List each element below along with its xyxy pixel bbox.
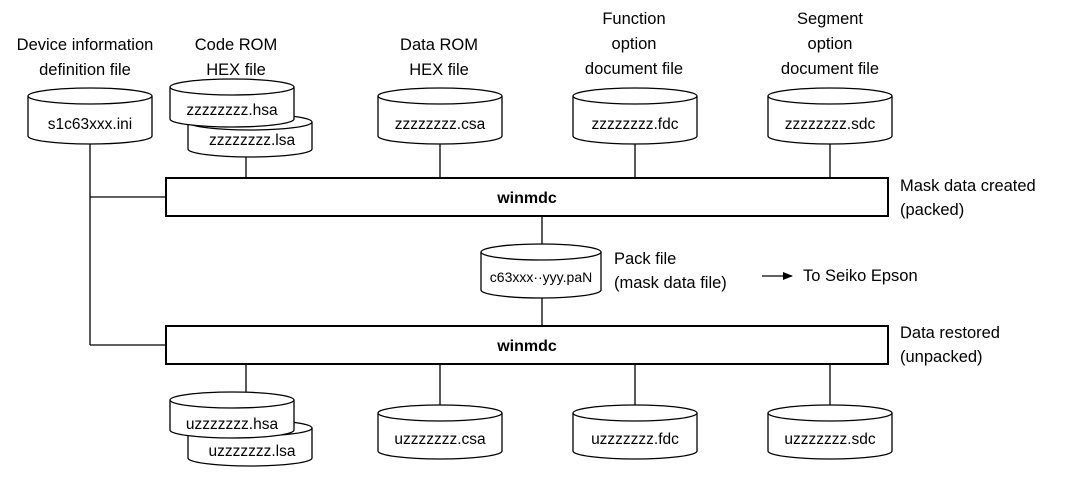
svg-text:(packed): (packed) bbox=[900, 201, 964, 219]
destination-label: To Seiko Epson bbox=[803, 267, 918, 285]
svg-text:Mask data created: Mask data created bbox=[900, 177, 1036, 195]
svg-text:option: option bbox=[612, 35, 657, 53]
label-code-rom: Code ROM HEX file bbox=[195, 36, 278, 79]
out-lsa-filename: uzzzzzzz.lsa bbox=[209, 443, 296, 460]
ini-file-cylinder: s1c63xxx.ini bbox=[27, 87, 153, 145]
out-sdc-filename: uzzzzzzz.sdc bbox=[784, 431, 876, 448]
svg-text:HEX file: HEX file bbox=[409, 61, 469, 79]
label-data-rom: Data ROM HEX file bbox=[400, 36, 478, 79]
svg-text:HEX file: HEX file bbox=[206, 61, 266, 79]
hsa-file-cylinder: zzzzzzzz.hsa bbox=[169, 78, 295, 128]
pack-file-label: Pack file (mask data file) bbox=[614, 250, 727, 292]
svg-text:document file: document file bbox=[585, 60, 683, 78]
svg-text:document file: document file bbox=[781, 60, 879, 78]
label-segment-option: Segment option document file bbox=[781, 10, 879, 78]
winmdc-pack-box: winmdc bbox=[165, 177, 889, 217]
label-device-info: Device information definition file bbox=[17, 36, 154, 79]
svg-text:Device information: Device information bbox=[17, 36, 154, 54]
hsa-filename: zzzzzzzz.hsa bbox=[186, 102, 278, 119]
svg-text:option: option bbox=[808, 35, 853, 53]
out-hsa-filename: uzzzzzzz.hsa bbox=[186, 416, 279, 433]
sdc-filename: zzzzzzzz.sdc bbox=[785, 116, 876, 133]
pack-side-note: Mask data created (packed) bbox=[900, 177, 1036, 219]
label-function-option: Function option document file bbox=[585, 10, 683, 78]
svg-text:Function: Function bbox=[602, 10, 665, 28]
svg-text:Data ROM: Data ROM bbox=[400, 36, 478, 54]
sdc-file-cylinder: zzzzzzzz.sdc bbox=[767, 87, 893, 145]
winmdc-unpack-label: winmdc bbox=[496, 338, 557, 355]
to-seiko-epson-arrow: To Seiko Epson bbox=[762, 267, 918, 285]
fdc-filename: zzzzzzzz.fdc bbox=[592, 116, 679, 133]
out-sdc-file-cylinder: uzzzzzzz.sdc bbox=[767, 404, 893, 460]
winmdc-unpack-box: winmdc bbox=[165, 325, 889, 365]
unpack-side-note: Data restored (unpacked) bbox=[900, 324, 1000, 366]
out-csa-file-cylinder: uzzzzzzz.csa bbox=[377, 404, 503, 460]
svg-text:(mask data file): (mask data file) bbox=[614, 274, 727, 292]
out-fdc-filename: uzzzzzzz.fdc bbox=[591, 431, 679, 448]
svg-text:(unpacked): (unpacked) bbox=[900, 348, 983, 366]
fdc-file-cylinder: zzzzzzzz.fdc bbox=[572, 87, 698, 145]
csa-file-cylinder: zzzzzzzz.csa bbox=[377, 87, 503, 145]
pack-file-cylinder: c63xxx··yyy.paN bbox=[480, 243, 602, 299]
svg-text:Code ROM: Code ROM bbox=[195, 36, 278, 54]
out-csa-filename: uzzzzzzz.csa bbox=[394, 431, 486, 448]
svg-text:Pack file: Pack file bbox=[614, 250, 676, 268]
out-hsa-file-cylinder: uzzzzzzz.hsa bbox=[169, 391, 295, 439]
pack-filename: c63xxx··yyy.paN bbox=[490, 269, 592, 285]
svg-text:definition file: definition file bbox=[39, 61, 131, 79]
ini-filename: s1c63xxx.ini bbox=[48, 116, 132, 133]
connector-lines bbox=[89, 140, 831, 405]
lsa-filename: zzzzzzzz.lsa bbox=[209, 132, 296, 149]
svg-text:Data restored: Data restored bbox=[900, 324, 1000, 342]
out-fdc-file-cylinder: uzzzzzzz.fdc bbox=[572, 404, 698, 460]
csa-filename: zzzzzzzz.csa bbox=[395, 116, 486, 133]
svg-text:Segment: Segment bbox=[797, 10, 863, 28]
winmdc-pack-label: winmdc bbox=[496, 190, 557, 207]
